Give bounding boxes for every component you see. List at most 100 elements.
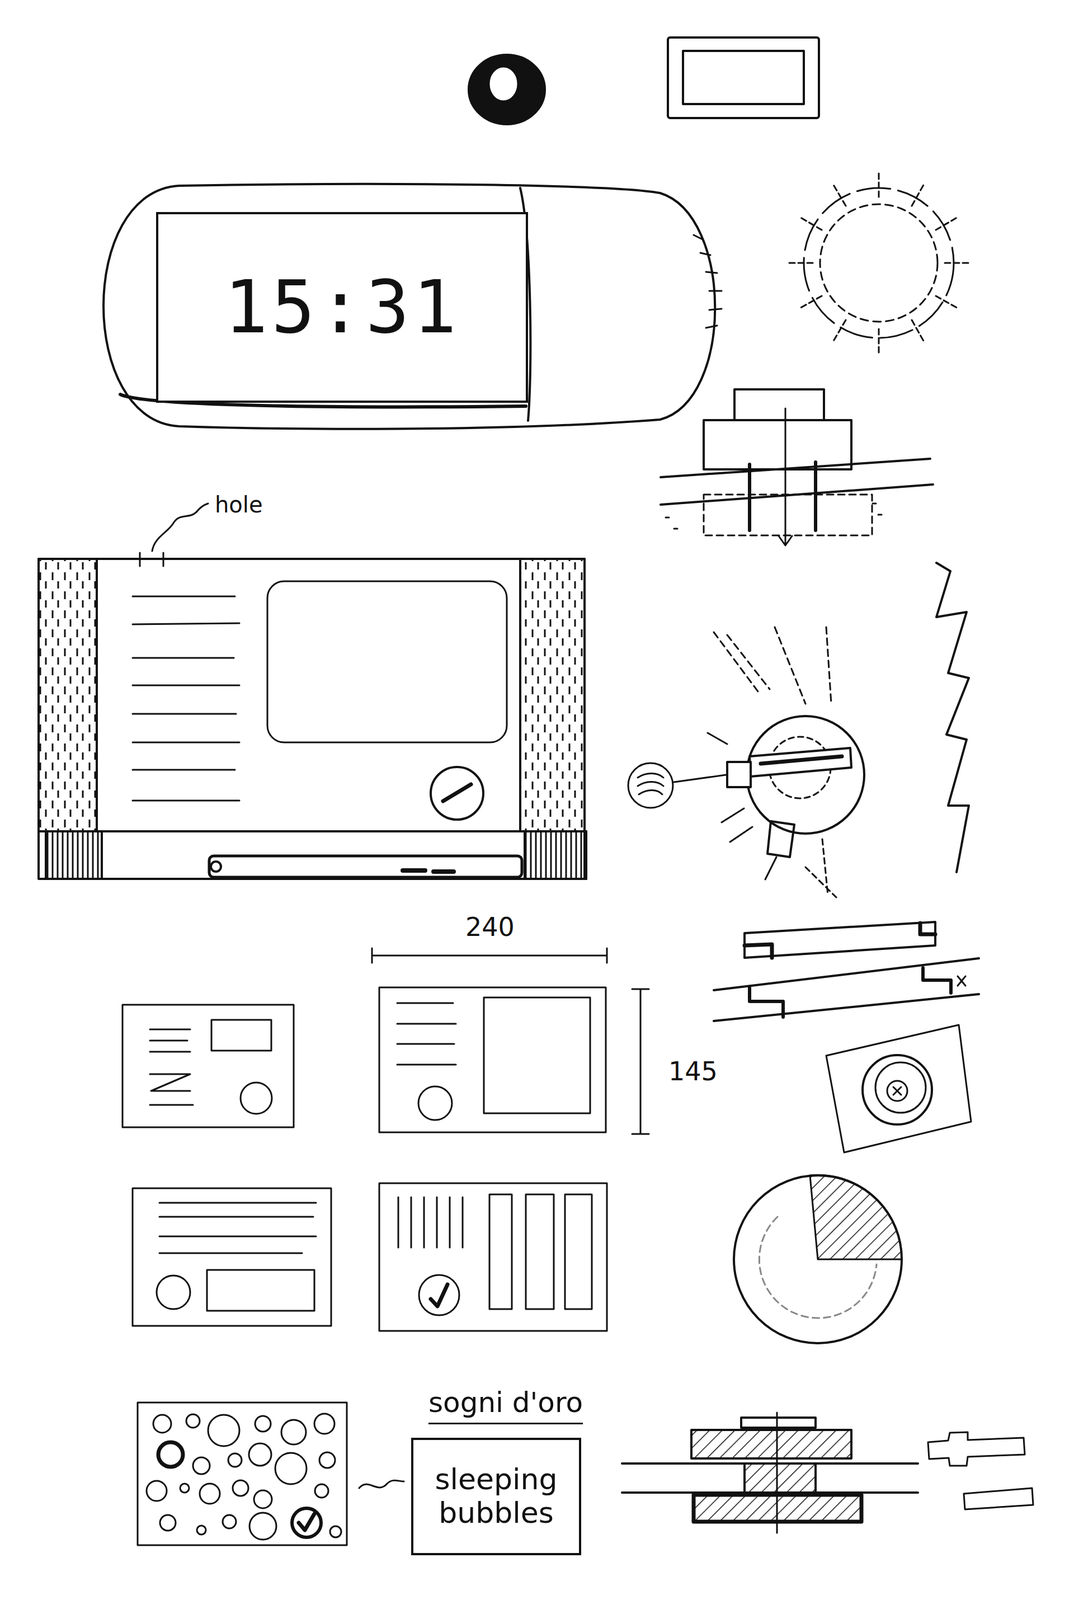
stack-core: [744, 1463, 816, 1494]
clock-ticks: [693, 234, 722, 328]
bubbles-panel: [137, 1402, 347, 1545]
thumbnail-lines: [159, 1202, 317, 1253]
screw-plate: [826, 1024, 972, 1153]
knob-ring: [746, 716, 865, 834]
joint-notch: [744, 922, 936, 958]
knob-lever: [767, 821, 795, 857]
screw-head: [862, 1054, 932, 1125]
radio-knob-slot: [443, 784, 471, 802]
product-name: sogni d'oro: [428, 1385, 583, 1425]
radio-screen: [267, 581, 507, 743]
hole-ticks: [139, 552, 164, 567]
dimension-text: 145: [668, 1056, 718, 1087]
hole-leader: [152, 503, 209, 551]
bubble-check: [298, 1513, 315, 1530]
bubble: [146, 1480, 167, 1501]
bubble: [319, 1452, 336, 1468]
clock-display: 15:31: [156, 212, 529, 403]
thumbnail-knob: [156, 1275, 191, 1309]
ring-blob: [468, 54, 545, 125]
small-part-bar: [963, 1487, 1034, 1510]
light-dashed-ring: [820, 204, 938, 322]
bubbles: [146, 1413, 342, 1540]
joint-bar: [744, 921, 936, 958]
bubble: [314, 1413, 335, 1434]
thumbnail-knob: [418, 1274, 460, 1316]
name-tag-box: sogni d'oro sleeping bubbles: [411, 1385, 583, 1556]
dimension-line-width: [371, 948, 607, 963]
radio-slot: [209, 855, 522, 878]
bubble: [232, 1480, 249, 1496]
bubble: [196, 1525, 206, 1535]
radio-slot-marks: [402, 870, 454, 872]
bubble: [192, 1457, 210, 1474]
dial-disc: [733, 1175, 902, 1344]
knob-stop: [727, 761, 751, 788]
joint-mark: [957, 976, 966, 986]
frame-outer: [667, 37, 819, 119]
screw-center: [887, 1080, 908, 1101]
thumbnail-grille: [398, 1197, 463, 1248]
dial-sector: [809, 1174, 902, 1260]
bubble: [255, 1415, 271, 1432]
knob-hidden-lines: [805, 839, 837, 898]
joint-steps: [749, 967, 951, 1017]
bubble: [314, 1484, 329, 1498]
layout-thumbnail: [122, 1004, 294, 1128]
joint-rails: [713, 958, 979, 1021]
bubble: [248, 1443, 272, 1466]
layout-thumbnail: [132, 1188, 332, 1326]
bubble: [158, 1442, 183, 1467]
layout-thumbnail: [379, 987, 606, 1133]
section-axis: [778, 408, 793, 546]
stack-axis: [776, 1412, 779, 1533]
section-cap: [734, 389, 824, 421]
radio-slot-knob: [210, 861, 221, 872]
knob-travel: [713, 627, 832, 704]
thumbnail-bar: [564, 1194, 592, 1309]
knob-bar-edge: [760, 756, 842, 764]
knob-bar: [749, 747, 852, 777]
name-tag-box-outline: sleeping bubbles: [411, 1437, 582, 1556]
bubble: [228, 1453, 242, 1467]
thumbnail-bar: [525, 1194, 554, 1309]
small-part-cross: [928, 1432, 1025, 1466]
thumbnail-knob: [418, 1086, 452, 1120]
knob-lever-line: [765, 856, 777, 880]
radio-base: [45, 831, 587, 879]
radio-speaker-lines: [132, 596, 240, 801]
thumbnail-knob-mark: [430, 1284, 448, 1307]
stack-plate: [691, 1429, 852, 1459]
screw-cross: [893, 1086, 902, 1095]
bubble: [330, 1525, 342, 1538]
dial-inner-track: [759, 1216, 877, 1318]
dimension-line-height: [632, 988, 649, 1134]
ring-hole: [488, 66, 518, 102]
bubble: [275, 1452, 307, 1485]
thumbnail-screen: [211, 1019, 272, 1051]
bubble: [159, 1514, 176, 1531]
button-grip: [637, 773, 664, 795]
label-anchor: 145: [668, 1056, 718, 1087]
light-outer-ring: [803, 187, 954, 338]
bubble: [253, 1490, 272, 1509]
bubble: [199, 1483, 220, 1504]
bubble: [281, 1419, 306, 1445]
section-dots: [665, 503, 882, 529]
button-detail: [628, 762, 673, 808]
screw-rim: [875, 1062, 926, 1113]
bubble: [153, 1414, 172, 1433]
frame-inner: [682, 50, 804, 105]
bubble-selected: [291, 1508, 322, 1538]
tilde-link: [359, 1480, 404, 1488]
button-link: [674, 774, 727, 783]
label-anchor: hole: [214, 491, 263, 518]
thumbnail-screen: [483, 997, 591, 1114]
stack-cap: [741, 1417, 816, 1428]
radio-base-hatch: [524, 831, 587, 879]
radio-grille-left: [38, 558, 97, 832]
thumbnail-screen: [206, 1269, 315, 1311]
thumbnail-bar: [489, 1194, 512, 1309]
clock-time: 15:31: [224, 265, 460, 350]
